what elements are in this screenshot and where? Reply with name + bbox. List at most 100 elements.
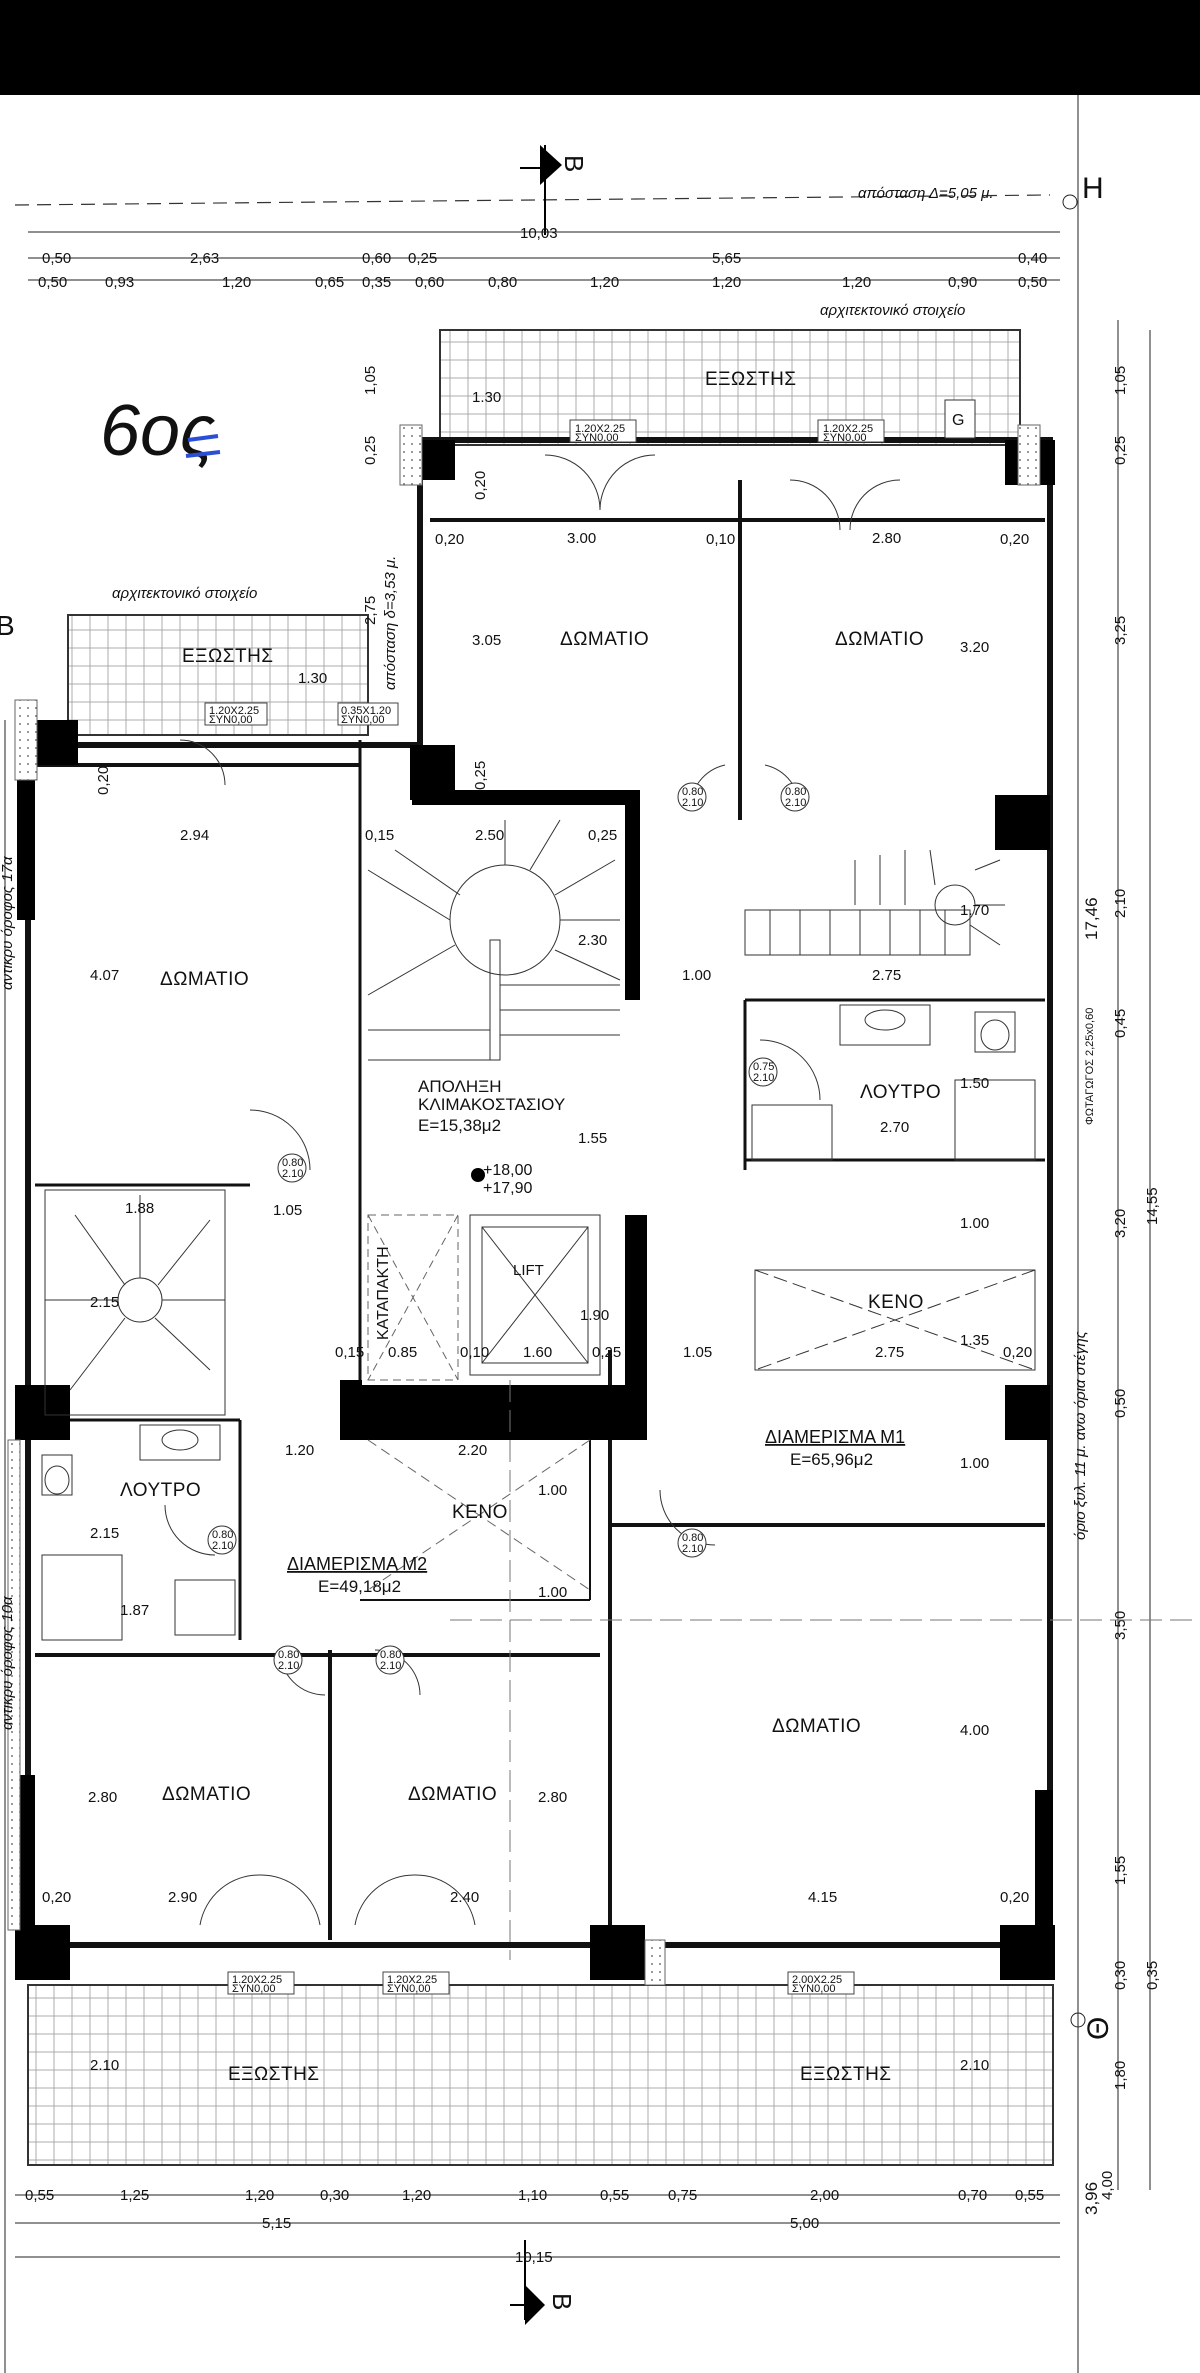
label-balcony-bottom-right: ΕΞΩΣΤΗΣ	[800, 2064, 892, 2085]
svg-text:όριο ξυλ. 11 μ. ανω όρια στέγη: όριο ξυλ. 11 μ. ανω όρια στέγης	[1072, 1330, 1089, 1540]
svg-text:1.35: 1.35	[960, 1332, 989, 1349]
grid-bubble-H	[1062, 194, 1078, 210]
right-dimensions: 1,05 0,25 3,25 2,10 0,45 3,20 0,50 3,50 …	[1070, 95, 1161, 2373]
svg-text:2.75: 2.75	[872, 967, 901, 984]
svg-text:2.15: 2.15	[90, 1294, 119, 1311]
label-hatch: ΚΑΤΑΠΑΚΤΗ	[375, 1246, 392, 1340]
svg-text:1.88: 1.88	[125, 1200, 154, 1217]
svg-text:1.05: 1.05	[273, 1202, 302, 1219]
svg-text:1.20X2.25: 1.20X2.25	[575, 423, 625, 435]
label-void-right: ΚΕΝΟ	[868, 1292, 924, 1313]
svg-text:1.20: 1.20	[285, 1442, 314, 1459]
svg-text:Β: Β	[559, 155, 589, 172]
label-room-left: ΔΩΜΑΤΙΟ	[160, 969, 249, 990]
svg-text:1,20: 1,20	[245, 2187, 274, 2204]
void-right	[754, 1269, 1036, 1371]
svg-text:2.10: 2.10	[278, 1660, 299, 1672]
lift-shaft	[469, 1214, 601, 1376]
top-black-bar	[0, 0, 1200, 95]
svg-text:0,10: 0,10	[706, 531, 735, 548]
distance-line	[14, 194, 1051, 206]
svg-text:0,20: 0,20	[1000, 1889, 1029, 1906]
svg-text:1.20X2.25: 1.20X2.25	[209, 705, 259, 717]
label-level-1: +18,00	[483, 1162, 532, 1179]
handwritten-underline	[185, 434, 221, 458]
svg-text:0,55: 0,55	[1015, 2187, 1044, 2204]
svg-text:2.00X2.25: 2.00X2.25	[792, 1974, 842, 1986]
svg-text:0,25: 0,25	[592, 1344, 621, 1361]
svg-text:0,60: 0,60	[415, 274, 444, 291]
svg-text:1.20X2.25: 1.20X2.25	[387, 1974, 437, 1986]
hatched-wall-1	[399, 424, 423, 486]
svg-text:2.70: 2.70	[880, 1119, 909, 1136]
svg-text:0,25: 0,25	[362, 436, 379, 465]
svg-text:0,93: 0,93	[105, 274, 134, 291]
level-marker-icon	[471, 1168, 485, 1182]
svg-text:0.80: 0.80	[282, 1157, 303, 1169]
svg-text:3,25: 3,25	[1112, 616, 1129, 645]
section-arrow-top: Β	[520, 145, 589, 235]
svg-text:1.50: 1.50	[960, 1075, 989, 1092]
grid-label-H: Η	[1082, 172, 1104, 205]
svg-text:0,75: 0,75	[668, 2187, 697, 2204]
svg-text:2.80: 2.80	[538, 1789, 567, 1806]
hatched-wall-3	[14, 699, 38, 781]
svg-text:2.75: 2.75	[875, 1344, 904, 1361]
svg-text:1,20: 1,20	[842, 274, 871, 291]
svg-text:0,20: 0,20	[1003, 1344, 1032, 1361]
svg-text:1.20X2.25: 1.20X2.25	[823, 423, 873, 435]
svg-text:ΣΥΝ0,00: ΣΥΝ0,00	[823, 432, 867, 444]
label-room-top-right: ΔΩΜΑΤΙΟ	[835, 629, 924, 650]
label-gas: G	[952, 412, 964, 429]
svg-text:0,20: 0,20	[1000, 531, 1029, 548]
bottom-dimensions: 0,55 1,25 1,20 0,30 1,20 1,10 0,55 0,75 …	[15, 2187, 1060, 2266]
top-dimensions: 10,03 0,50 2,63 0,60 0,25 5,65 0,40 0,50…	[28, 225, 1060, 291]
svg-text:4,00: 4,00	[1099, 2171, 1116, 2200]
label-bath-right: ΛΟΥΤΡΟ	[860, 1082, 941, 1103]
svg-text:ΣΥΝ0,00: ΣΥΝ0,00	[575, 432, 619, 444]
svg-text:2.94: 2.94	[180, 827, 209, 844]
label-lift: LIFT	[513, 1262, 544, 1279]
svg-text:2.10: 2.10	[682, 797, 703, 809]
svg-text:2,10: 2,10	[1112, 889, 1129, 918]
left-notes: Β αντικρυ όροφος 17α αντικρυ όροφος 10α	[0, 610, 16, 2373]
svg-text:2.50: 2.50	[475, 827, 504, 844]
svg-text:2.10: 2.10	[785, 797, 806, 809]
door-tags: 0.802.10 0.802.10 0.802.10 0.752.10 0.80…	[207, 782, 810, 1675]
bath-left-fixtures	[41, 1424, 236, 1641]
svg-text:1,20: 1,20	[402, 2187, 431, 2204]
distance-note: απόσταση Δ=5,05 μ.	[858, 185, 994, 202]
svg-text:3.20: 3.20	[960, 639, 989, 656]
svg-text:10,03: 10,03	[520, 225, 558, 242]
svg-text:14,55: 14,55	[1144, 1187, 1161, 1225]
svg-text:5,00: 5,00	[790, 2215, 819, 2232]
stair-left	[44, 1189, 226, 1416]
svg-text:2.80: 2.80	[872, 530, 901, 547]
label-stair-area: Ε=15,38μ2	[418, 1116, 501, 1135]
svg-text:2.30: 2.30	[578, 932, 607, 949]
svg-text:2.10: 2.10	[960, 2057, 989, 2074]
windows	[204, 419, 885, 1995]
svg-text:0,15: 0,15	[365, 827, 394, 844]
svg-text:0,50: 0,50	[1018, 274, 1047, 291]
svg-text:0,45: 0,45	[1112, 1009, 1129, 1038]
label-arch-note-left: αρχιτεκτονικό στοιχείο	[112, 585, 257, 602]
label-level-2: +17,90	[483, 1180, 532, 1197]
handwritten-floor-note: 6ος	[100, 391, 215, 471]
svg-text:4.00: 4.00	[960, 1722, 989, 1739]
svg-text:3.00: 3.00	[567, 530, 596, 547]
label-apartment-m1-area: Ε=65,96μ2	[790, 1450, 873, 1469]
svg-text:1.05: 1.05	[683, 1344, 712, 1361]
label-room-top-mid: ΔΩΜΑΤΙΟ	[560, 629, 649, 650]
balcony-top	[439, 329, 1021, 446]
svg-text:0,30: 0,30	[1112, 1961, 1129, 1990]
svg-text:1,20: 1,20	[222, 274, 251, 291]
svg-text:0,60: 0,60	[362, 250, 391, 267]
svg-text:1,80: 1,80	[1112, 2061, 1129, 2090]
svg-text:3,96: 3,96	[1082, 2182, 1101, 2215]
svg-text:5,15: 5,15	[262, 2215, 291, 2232]
svg-text:2.10: 2.10	[380, 1660, 401, 1672]
svg-text:1,10: 1,10	[518, 2187, 547, 2204]
svg-text:0.35X1.20: 0.35X1.20	[341, 705, 391, 717]
